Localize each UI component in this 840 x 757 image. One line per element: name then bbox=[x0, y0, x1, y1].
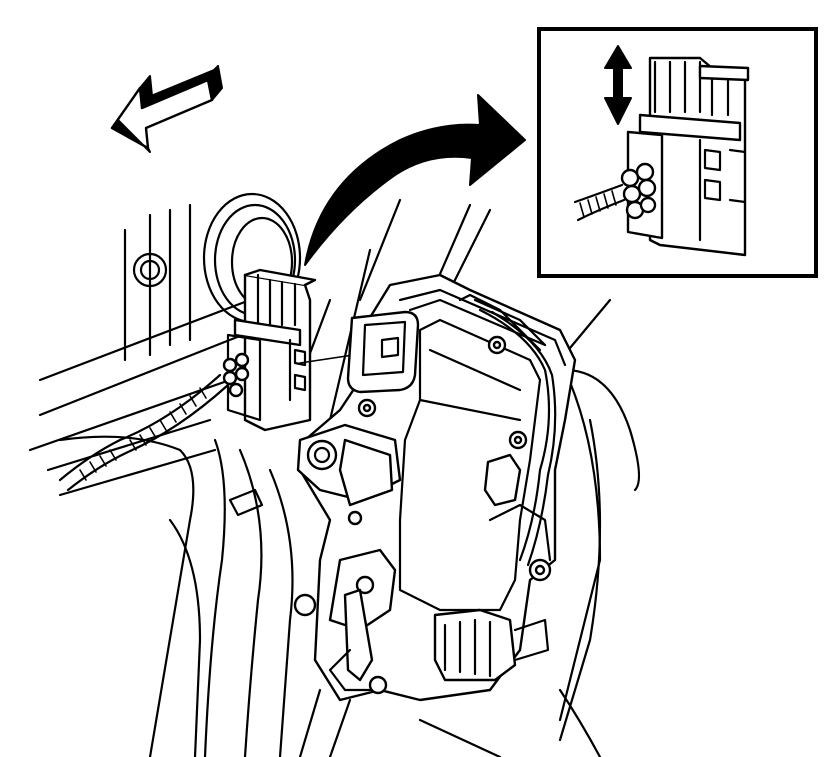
double-arrow-icon bbox=[604, 45, 632, 125]
wire-harness bbox=[58, 373, 230, 492]
connector-detail bbox=[573, 56, 750, 257]
door-latch-module bbox=[293, 273, 577, 702]
inset-detail-box bbox=[537, 27, 818, 278]
lock-rod-wire bbox=[563, 368, 641, 492]
rotate-arrow-icon bbox=[304, 94, 526, 266]
electrical-connector[interactable] bbox=[222, 268, 317, 432]
door-inner-panel bbox=[28, 198, 612, 757]
direction-arrow-icon bbox=[110, 65, 223, 153]
